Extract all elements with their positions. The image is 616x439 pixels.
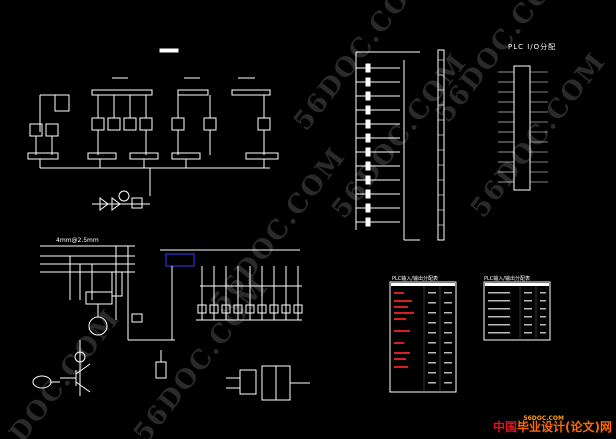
thermal-relay (85, 291, 113, 305)
coil (131, 313, 143, 323)
valve-block (203, 117, 217, 131)
logo-rest: 毕业设计(论文)网 (517, 420, 612, 434)
logo-cn: 中国 (493, 420, 518, 434)
table-right-title: PLC输入/输出分配表 (484, 276, 530, 282)
solenoid (87, 152, 117, 160)
solenoid (245, 152, 279, 160)
output-coils (197, 304, 303, 314)
transformer (239, 369, 257, 395)
io-allocation-title: PLC I/O分配 (508, 43, 557, 51)
valve-block (91, 117, 105, 131)
cylinder (91, 89, 153, 96)
valve-block (123, 117, 137, 131)
cylinder (54, 94, 70, 112)
valve-block (171, 117, 185, 131)
valve-block (139, 117, 153, 131)
io-allocation-table-left (389, 281, 457, 393)
plc-io-lines (498, 71, 548, 183)
terminal-strip (437, 49, 445, 241)
power-lines (40, 245, 135, 273)
pump-symbol (118, 190, 130, 202)
output-columns (201, 266, 299, 320)
valve-block (257, 117, 271, 131)
title-bar (159, 48, 179, 53)
sensor-symbol (32, 375, 52, 389)
ladder-contacts (365, 63, 371, 227)
plc-module (513, 65, 531, 191)
solenoid (27, 152, 59, 160)
motor-symbol (88, 316, 108, 336)
io-allocation-table-right (483, 281, 551, 341)
ladder-rungs (356, 67, 400, 223)
motor-current-label: 4mm@2.5mm (56, 237, 99, 244)
logo-site-text: 56DOC.COM (523, 415, 564, 422)
plc-input-block (165, 253, 195, 267)
table-left-title: PLC输入/输出分配表 (392, 276, 438, 282)
site-logo: 中国毕业设计(论文)网 (493, 418, 612, 435)
cylinder (177, 89, 209, 96)
contactor (155, 361, 167, 379)
solenoid (171, 152, 201, 160)
cylinder (231, 89, 271, 96)
valve-block (107, 117, 121, 131)
valve-block (45, 123, 59, 137)
solenoid (129, 152, 159, 160)
